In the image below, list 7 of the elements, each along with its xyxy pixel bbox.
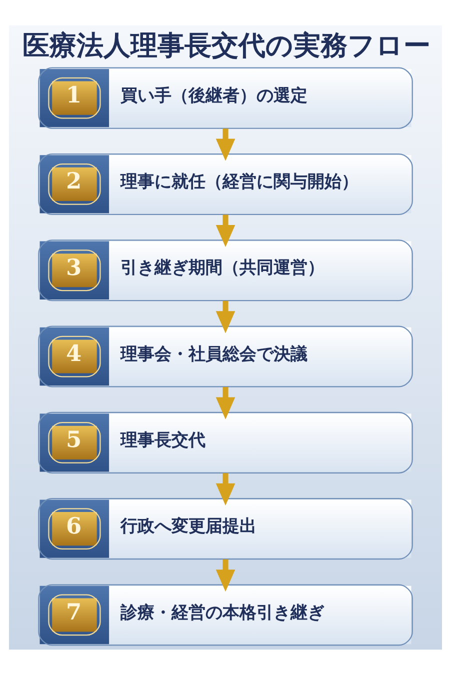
arrow [215,473,235,506]
diagram-title: 医療法人理事長交代の実務フロー [22,30,430,62]
arrow [215,214,235,248]
arrow [215,386,235,420]
arrow [215,300,235,334]
arrow [215,559,235,592]
arrow [215,128,235,161]
